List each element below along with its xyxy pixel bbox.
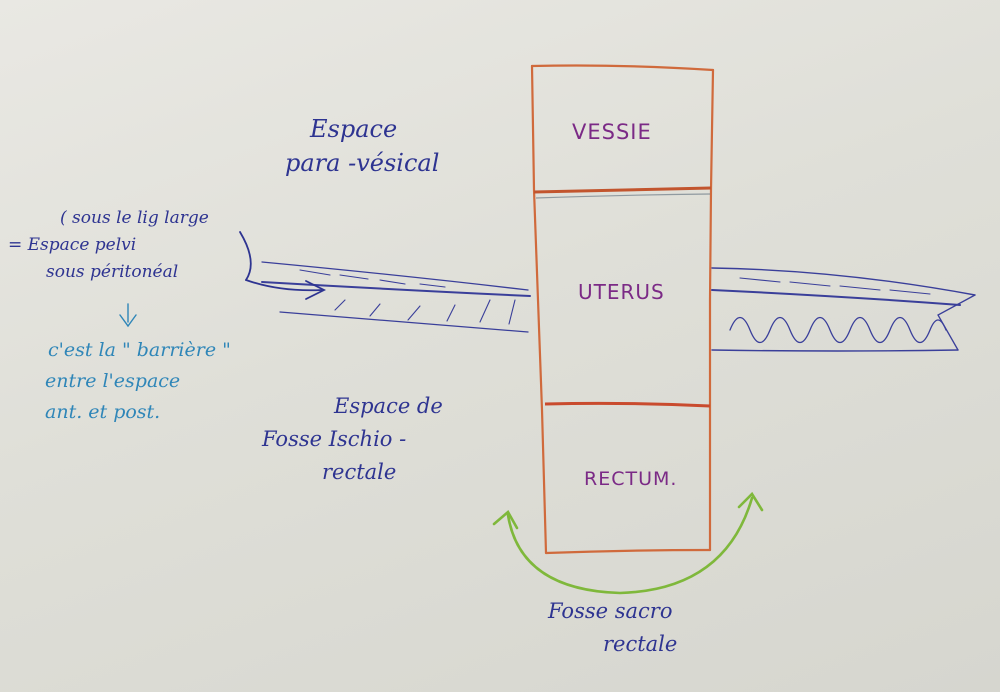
left-ligament-top-line: [261, 261, 529, 291]
right-ligament-top-line: [711, 267, 976, 296]
right-ligament-mid-line: [711, 289, 961, 306]
label-line: ( sous le lig large: [60, 208, 209, 228]
label-para-vesical: Espace para -vésical: [285, 112, 439, 180]
label-line: Espace de: [334, 394, 443, 418]
label-line: rectale: [322, 460, 397, 484]
sacro-rectal-arrow-head-left: [492, 509, 519, 530]
ligament-arrow-head: [305, 280, 327, 300]
label-line: Fosse Ischio -: [262, 427, 407, 451]
organ-column-bottom-edge: [544, 548, 712, 555]
left-ligament-mid-line: [261, 281, 531, 297]
sacro-rectal-arrow-curve: [506, 496, 754, 595]
label-barriere-note: c'est la " barrière " entre l'espace ant…: [45, 335, 231, 428]
ligament-arrow-bracket: [239, 231, 252, 281]
organ-column-top-edge: [530, 64, 715, 72]
left-ligament-hatching: [299, 269, 516, 325]
left-ligament-bottom-line: [279, 311, 529, 333]
ligament-arrow-shaft: [245, 279, 323, 292]
barriere-arrow: [119, 303, 137, 328]
right-ligament-band: [711, 267, 976, 352]
barriere-arrow-head: [119, 314, 137, 328]
label-line: para -vésical: [285, 149, 440, 177]
label-line: Fosse sacro: [548, 599, 673, 623]
right-ligament-scribble: [729, 316, 947, 344]
ligament-arrow: [239, 231, 327, 300]
organ-label-rectum: RECTUM.: [584, 468, 678, 490]
sacro-rectal-arrow-head-right: [737, 491, 764, 512]
label-ischio-rectale: Espace de Fosse Ischio - rectale: [262, 390, 443, 489]
right-ligament-hatching: [739, 277, 931, 295]
organ-label-vessie: VESSIE: [572, 120, 652, 144]
label-line: c'est la " barrière ": [48, 339, 231, 361]
label-line: rectale: [603, 632, 678, 656]
label-line: Espace: [310, 115, 398, 143]
organ-column-left-edge: [530, 64, 548, 555]
label-line: ant. et post.: [45, 401, 161, 423]
label-line: sous péritonéal: [46, 262, 179, 282]
right-ligament-outer-edge: [937, 294, 976, 351]
left-ligament-band: [261, 261, 531, 333]
label-line: entre l'espace: [45, 370, 181, 392]
organ-column: [530, 64, 715, 555]
divider-uterus-rectum: [544, 401, 711, 408]
divider-vessie-uterus: [533, 186, 712, 194]
organ-label-uterus: UTERUS: [578, 280, 665, 304]
right-ligament-bottom-line: [711, 349, 959, 352]
label-sacro-rectale: Fosse sacro rectale: [548, 595, 677, 661]
organ-column-right-edge: [708, 68, 715, 552]
sacro-rectal-arrow: [492, 491, 764, 595]
label-line: = Espace pelvi: [8, 235, 137, 255]
label-sous-peritoneal: ( sous le lig large = Espace pelvi sous …: [8, 205, 209, 286]
divider-vessie-uterus-shadow: [535, 193, 711, 199]
